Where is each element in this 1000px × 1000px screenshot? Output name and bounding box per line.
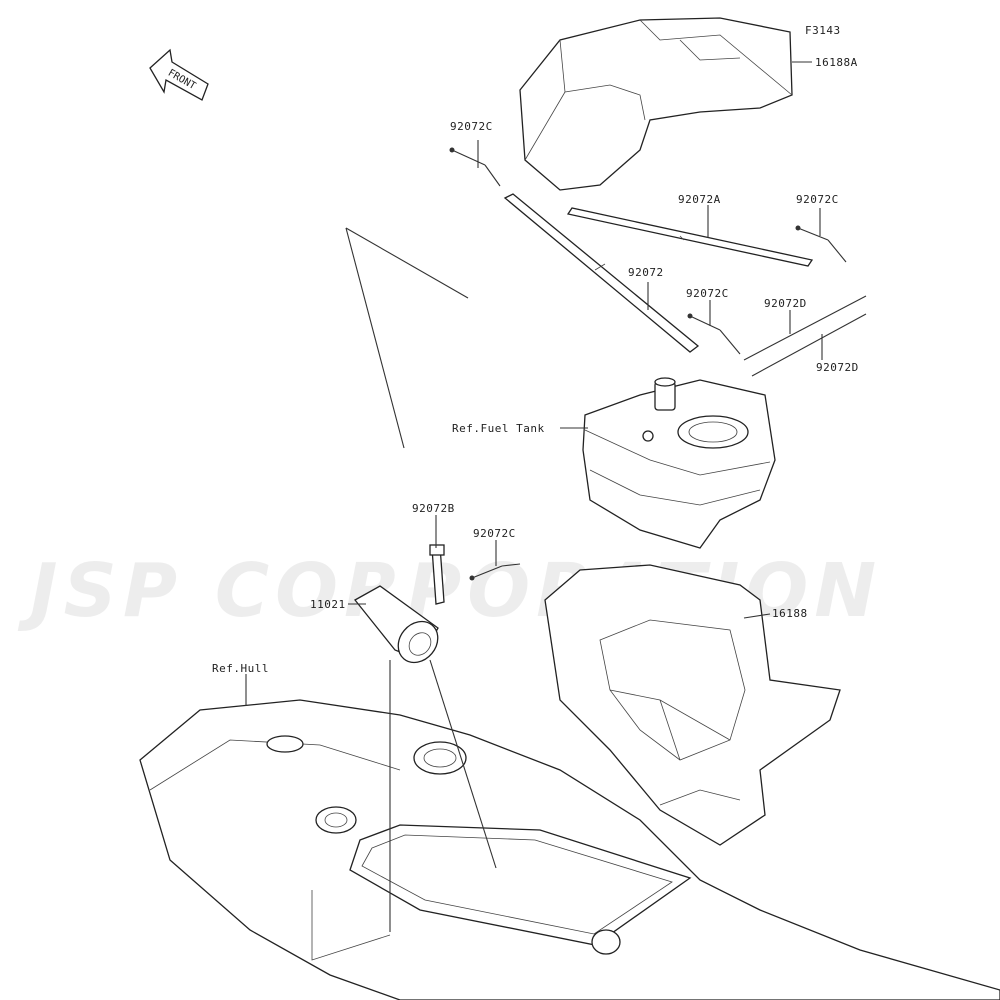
seat-cover-drawing	[519, 17, 793, 191]
part-label-92072[interactable]: 92072	[628, 266, 664, 279]
part-label-92072B[interactable]: 92072B	[412, 502, 455, 515]
filter-drawing	[354, 585, 439, 664]
fuel-tank-drawing	[582, 377, 776, 549]
part-label-92072D-upper[interactable]: 92072D	[764, 297, 807, 310]
leader-lines	[245, 61, 823, 932]
storage-bin-drawing	[544, 564, 841, 846]
part-label-92072C-lower[interactable]: 92072C	[473, 527, 516, 540]
figure-id: F3143	[805, 24, 841, 37]
strap-92072A-drawing	[566, 207, 814, 267]
strap-92072C-right-drawing	[795, 225, 847, 263]
strap-92072B-drawing	[429, 544, 445, 605]
part-label-92072C-right[interactable]: 92072C	[796, 193, 839, 206]
part-label-16188[interactable]: 16188	[772, 607, 808, 620]
part-label-hull[interactable]: Ref.Hull	[212, 662, 269, 675]
part-label-92072D-lower[interactable]: 92072D	[816, 361, 859, 374]
part-label-16188A[interactable]: 16188A	[815, 56, 858, 69]
strap-92072D-drawing	[743, 295, 867, 377]
strap-92072-drawing	[503, 193, 700, 353]
part-label-92072C-top[interactable]: 92072C	[450, 120, 493, 133]
part-label-fuel-tank[interactable]: Ref.Fuel Tank	[452, 422, 545, 435]
front-arrow-icon: FRONT	[149, 48, 209, 101]
part-label-92072C-mid[interactable]: 92072C	[686, 287, 729, 300]
strap-92072C-lower-drawing	[469, 563, 521, 581]
strap-92072C-top-drawing	[449, 147, 501, 187]
part-label-92072A[interactable]: 92072A	[678, 193, 721, 206]
part-label-11021[interactable]: 11021	[310, 598, 346, 611]
strap-92072C-mid-drawing	[687, 313, 741, 355]
hull-drawing	[139, 699, 1000, 1000]
